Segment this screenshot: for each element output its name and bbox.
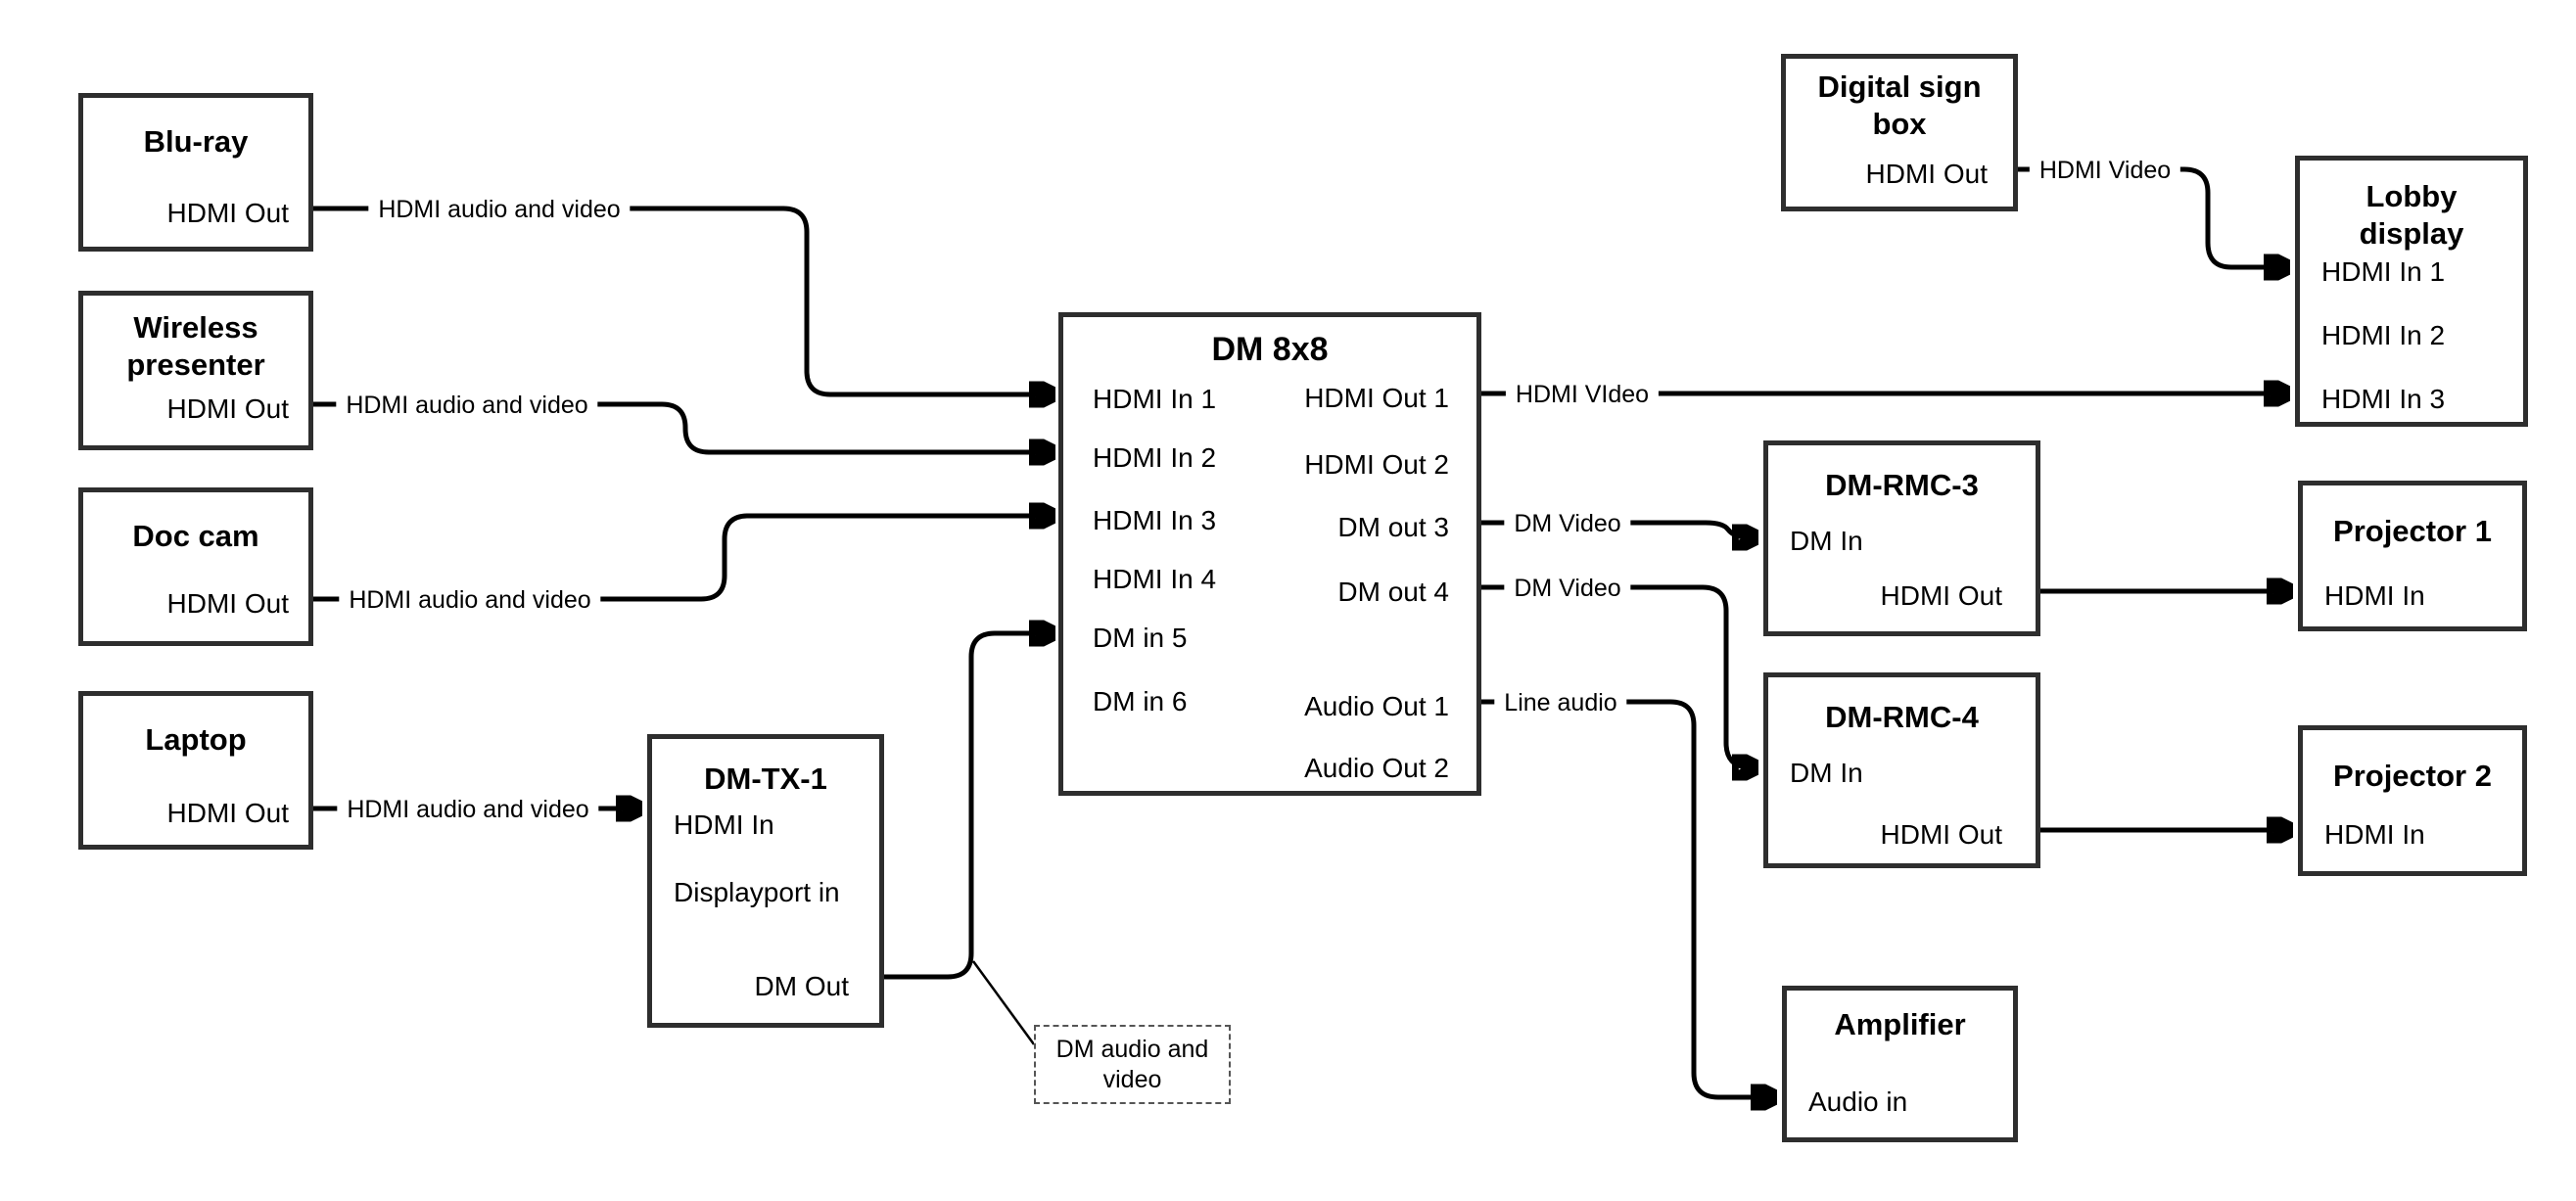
wire-dm8x8-to-amplifier <box>1481 699 1773 1097</box>
node-laptop: Laptop HDMI Out <box>78 691 313 850</box>
port-dm-in: DM In <box>1790 758 1863 788</box>
port-audio-in: Audio in <box>1808 1086 1908 1117</box>
port-hdmi-in-4: HDMI In 4 <box>1093 564 1217 594</box>
node-wireless-presenter: Wireless presenter HDMI Out <box>78 291 313 450</box>
node-dm-rmc-4: DM-RMC-4 DM In HDMI Out <box>1763 672 2040 868</box>
node-lobby-display: Lobby display HDMI In 1 HDMI In 2 HDMI I… <box>2295 156 2528 427</box>
wire-dm8x8-to-dmrmc4 <box>1481 584 1755 767</box>
wire-label-dm-video-out4: DM Video <box>1504 574 1631 603</box>
port-hdmi-out: HDMI Out <box>166 798 289 828</box>
port-hdmi-in-1: HDMI In 1 <box>1093 384 1217 414</box>
node-dm-8x8: DM 8x8 HDMI In 1 HDMI In 2 HDMI In 3 HDM… <box>1058 312 1481 796</box>
port-hdmi-in-1: HDMI In 1 <box>2321 256 2446 287</box>
wire-label-hdmi-audio-video-4: HDMI audio and video <box>337 795 599 824</box>
port-hdmi-out: HDMI Out <box>166 198 289 228</box>
wire-label-hdmi-video-sign: HDMI Video <box>2029 156 2181 185</box>
port-dm-in-6: DM in 6 <box>1093 686 1188 716</box>
port-hdmi-out: HDMI Out <box>1880 580 2002 611</box>
node-dm-tx-1: DM-TX-1 HDMI In Displayport in DM Out <box>647 734 884 1028</box>
port-dm-out: DM Out <box>754 971 849 1001</box>
node-title: DM 8x8 <box>1211 331 1329 368</box>
node-title: Projector 1 <box>2333 514 2492 548</box>
port-dm-out-3: DM out 3 <box>1337 512 1449 542</box>
port-hdmi-in-2: HDMI In 2 <box>1093 442 1217 473</box>
node-title: Projector 2 <box>2333 759 2492 793</box>
port-hdmi-in: HDMI In <box>2324 580 2425 611</box>
wire-digital-sign-to-lobby <box>2018 166 2286 267</box>
port-hdmi-in: HDMI In <box>674 809 774 840</box>
node-title: Blu-ray <box>143 124 249 159</box>
node-title: DM-RMC-3 <box>1825 468 1979 502</box>
note-text: DM audio and video <box>1055 1035 1209 1093</box>
wire-label-hdmi-audio-video-2: HDMI audio and video <box>336 391 598 420</box>
wire-label-dm-video-out3: DM Video <box>1504 509 1631 538</box>
wire-bluray-to-dm8x8 <box>313 206 1052 394</box>
port-dm-in-5: DM in 5 <box>1093 623 1188 653</box>
port-hdmi-out: HDMI Out <box>166 393 289 424</box>
wire-dmtx1-to-dm8x8 <box>884 633 1052 980</box>
node-doc-cam: Doc cam HDMI Out <box>78 487 313 646</box>
port-hdmi-in: HDMI In <box>2324 819 2425 850</box>
port-audio-out-1: Audio Out 1 <box>1304 691 1449 721</box>
port-hdmi-out: HDMI Out <box>166 588 289 619</box>
wire-label-hdmi-audio-video-3: HDMI audio and video <box>339 585 601 615</box>
port-hdmi-out-1: HDMI Out 1 <box>1304 383 1449 413</box>
wire-label-line-audio: Line audio <box>1494 688 1627 717</box>
wire-dm8x8-to-dmrmc3 <box>1481 520 1755 537</box>
node-title: Laptop <box>145 722 247 757</box>
node-digital-sign-box: Digital sign box HDMI Out <box>1781 54 2018 211</box>
port-displayport-in: Displayport in <box>674 877 840 907</box>
node-amplifier: Amplifier Audio in <box>1782 986 2018 1142</box>
port-hdmi-out-2: HDMI Out 2 <box>1304 449 1449 480</box>
note-dm-audio-and-video: DM audio and video <box>1034 1025 1231 1104</box>
wire-label-hdmi-video-out1: HDMI VIdeo <box>1505 380 1660 409</box>
port-hdmi-in-3: HDMI In 3 <box>2321 384 2446 414</box>
node-title: DM-RMC-4 <box>1825 700 1979 734</box>
wire-doccam-to-dm8x8 <box>313 516 1052 602</box>
node-title: Wireless presenter <box>126 310 265 382</box>
port-audio-out-2: Audio Out 2 <box>1304 753 1449 783</box>
port-dm-out-4: DM out 4 <box>1337 577 1449 607</box>
node-title: Lobby display <box>2359 179 2464 251</box>
note-leader-line <box>971 960 1036 1045</box>
port-hdmi-in-2: HDMI In 2 <box>2321 320 2446 350</box>
port-hdmi-out: HDMI Out <box>1880 819 2002 850</box>
wire-label-hdmi-audio-video-1: HDMI audio and video <box>368 195 631 224</box>
node-title: Amplifier <box>1834 1007 1966 1041</box>
node-dm-rmc-3: DM-RMC-3 DM In HDMI Out <box>1763 440 2040 636</box>
wire-wireless-to-dm8x8 <box>313 401 1052 452</box>
port-hdmi-in-3: HDMI In 3 <box>1093 505 1217 535</box>
node-title: DM-TX-1 <box>704 762 827 796</box>
node-title: Doc cam <box>132 519 259 553</box>
node-title: Digital sign box <box>1817 69 1982 141</box>
port-dm-in: DM In <box>1790 526 1863 556</box>
node-bluray: Blu-ray HDMI Out <box>78 93 313 252</box>
port-hdmi-out: HDMI Out <box>1865 159 1988 189</box>
node-projector-2: Projector 2 HDMI In <box>2298 725 2527 876</box>
node-projector-1: Projector 1 HDMI In <box>2298 481 2527 631</box>
